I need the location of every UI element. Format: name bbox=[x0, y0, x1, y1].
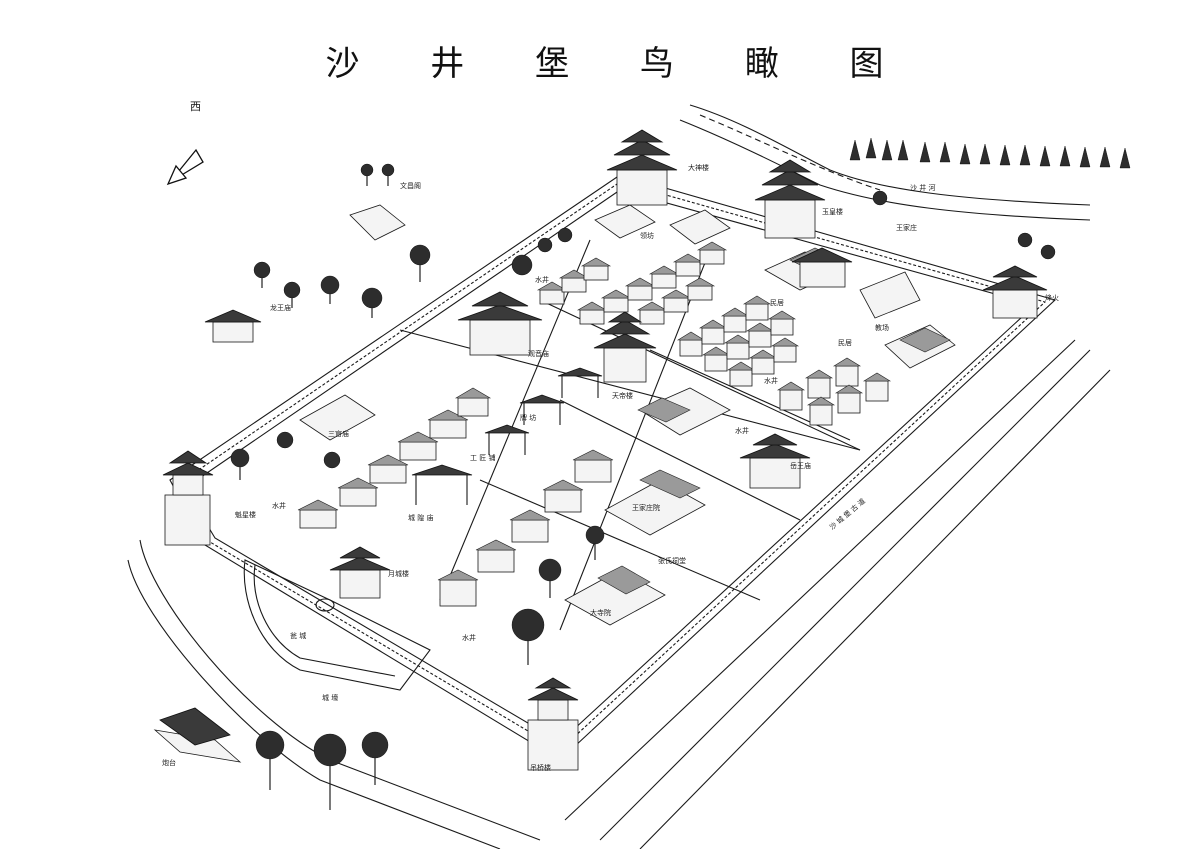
label-shuijing2: 水井 bbox=[764, 376, 778, 385]
tower-guanyin bbox=[457, 291, 543, 356]
paifang-arches bbox=[411, 367, 603, 505]
label-road: 沙 城 堡 古 道 bbox=[828, 496, 867, 531]
temple-north bbox=[791, 247, 853, 288]
label-dongmen: 天帝楼 bbox=[612, 391, 633, 400]
scattered-trees bbox=[230, 163, 1056, 810]
tower-yuecheng bbox=[329, 546, 391, 599]
label-wangjiazhuang: 王家庄 bbox=[896, 223, 917, 232]
label-yuecheng: 月城楼 bbox=[388, 569, 409, 578]
label-lingfang: 领坊 bbox=[640, 231, 654, 240]
label-shuijing5: 水井 bbox=[462, 633, 476, 642]
label-paifang: 牌 坊 bbox=[520, 413, 536, 422]
label-sanguan: 三官庙 bbox=[328, 429, 349, 438]
label-nanmen: 吊桥楼 bbox=[530, 763, 551, 772]
label-yuhuang: 玉皇楼 bbox=[822, 207, 843, 216]
label-guanyin: 观音庙 bbox=[528, 349, 549, 358]
tower-west bbox=[162, 450, 214, 546]
tower-center bbox=[593, 311, 657, 383]
label-longwang: 龙王庙 bbox=[270, 303, 291, 312]
label-shuijing3: 水井 bbox=[735, 426, 749, 435]
label-wangjia: 王家庄院 bbox=[632, 503, 660, 512]
river bbox=[679, 104, 1091, 221]
label-fenghuo: 烽火 bbox=[1045, 293, 1059, 302]
label-minju1: 民居 bbox=[770, 299, 784, 307]
label-kuixing: 魁星楼 bbox=[235, 510, 256, 519]
fortress-wall bbox=[169, 174, 1057, 761]
barbican bbox=[243, 559, 431, 691]
tower-yuhuang bbox=[754, 159, 826, 239]
label-yuewang: 岳王庙 bbox=[790, 461, 811, 470]
courtyards bbox=[299, 204, 956, 626]
label-shuijing4: 水井 bbox=[272, 501, 286, 510]
direction-label: 西 bbox=[190, 100, 201, 113]
label-zhangjia: 张氏祠堂 bbox=[658, 556, 686, 565]
houses bbox=[297, 241, 892, 607]
temple-longwang bbox=[204, 309, 262, 343]
label-chenghuang: 城 隍 庙 bbox=[408, 513, 433, 522]
label-paotai: 炮台 bbox=[162, 758, 176, 767]
label-minju2: 民居 bbox=[838, 339, 852, 347]
label-wengcheng: 瓮 城 bbox=[290, 631, 306, 640]
page-title: 沙 井 堡 鸟 瞰 图 bbox=[325, 44, 914, 84]
tower-east bbox=[982, 265, 1048, 319]
label-chenghao: 城 壕 bbox=[322, 693, 338, 702]
paotai-building bbox=[153, 707, 242, 763]
label-jiaoshan: 教场 bbox=[875, 323, 889, 332]
label-dasi: 大寺院 bbox=[590, 608, 611, 617]
label-shuijing1: 水井 bbox=[535, 275, 549, 284]
tower-south bbox=[527, 677, 579, 771]
label-gongfang: 工 匠 铺 bbox=[470, 453, 495, 462]
label-river: 沙 井 河 bbox=[910, 183, 935, 192]
arrow-icon bbox=[166, 148, 204, 186]
tower-dashen bbox=[606, 129, 678, 206]
tree-row-ne bbox=[849, 137, 1131, 169]
label-wenchang: 文昌阁 bbox=[400, 181, 421, 190]
outer-road bbox=[127, 339, 1111, 849]
label-dadong: 大神楼 bbox=[688, 163, 709, 172]
temple-yuewang bbox=[739, 433, 811, 489]
